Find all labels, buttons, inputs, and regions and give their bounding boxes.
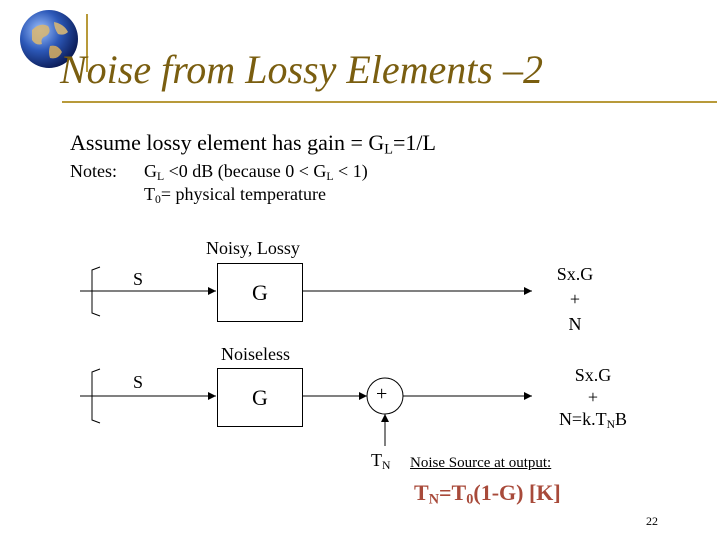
bottom-output-l3-sub: N xyxy=(606,417,616,431)
bottom-output-line1: Sx.G xyxy=(574,365,612,385)
title-underline xyxy=(62,101,717,103)
top-output-line3: N xyxy=(568,314,582,334)
bottom-output-line2: + xyxy=(587,387,599,407)
formula-b: =T xyxy=(439,480,467,505)
tn-label: TN xyxy=(371,450,390,472)
formula-a-sub: N xyxy=(428,491,440,508)
note2-a: T xyxy=(144,184,155,204)
formula-a: T xyxy=(414,480,429,505)
bottom-caption: Noiseless xyxy=(221,344,290,364)
top-output-label: Sx.G + N xyxy=(540,262,610,337)
note-2: T0= physical temperature xyxy=(144,184,326,206)
note2-b: = physical temperature xyxy=(160,184,326,204)
bottom-output-label: Sx.G + N=k.TNB xyxy=(548,364,638,436)
top-gain-block: G xyxy=(217,263,303,322)
top-caption: Noisy, Lossy xyxy=(206,238,300,258)
page-number: 22 xyxy=(646,514,658,528)
noise-source-label: Noise Source at output: xyxy=(410,455,552,471)
title-accent-line xyxy=(86,14,88,72)
note1-c: < 1) xyxy=(333,161,368,181)
assume-text: Assume lossy element has gain = G xyxy=(70,130,385,155)
note1-a-sub: L xyxy=(157,169,165,183)
top-source-label: S xyxy=(133,269,144,289)
top-output-line1: Sx.G xyxy=(556,264,594,284)
bottom-gain-block: G xyxy=(217,368,303,427)
adder-plus: + xyxy=(376,383,388,405)
globe-logo-icon xyxy=(20,10,78,68)
note-1: GL <0 dB (because 0 < GL < 1) xyxy=(144,161,368,183)
note1-b: <0 dB (because 0 < G xyxy=(164,161,327,181)
top-gain-label: G xyxy=(252,280,268,305)
bottom-gain-label: G xyxy=(252,385,268,410)
noise-temperature-formula: TN=T0(1-G) [K] xyxy=(414,480,561,509)
note1-b-sub: L xyxy=(326,169,334,183)
slide-title: Noise from Lossy Elements –2 xyxy=(60,47,543,92)
assume-sub: L xyxy=(384,141,393,158)
bottom-output-l3-a: N=k.T xyxy=(558,409,607,429)
assume-line: Assume lossy element has gain = GL=1/L xyxy=(70,130,436,159)
formula-b-sub: 0 xyxy=(466,491,474,508)
note1-a: G xyxy=(144,161,157,181)
bottom-output-line3: N=k.TNB xyxy=(548,408,638,436)
tn-label-sub: N xyxy=(382,458,391,472)
bottom-signal-path xyxy=(80,368,532,446)
bottom-output-l3-b: B xyxy=(615,409,628,429)
formula-c: (1-G) [K] xyxy=(473,480,561,505)
assume-suffix: =1/L xyxy=(393,130,436,155)
notes-label: Notes: xyxy=(70,161,117,181)
top-signal-path xyxy=(80,266,532,317)
note2-a-sub: 0 xyxy=(155,192,161,206)
top-output-line2: + xyxy=(569,289,581,309)
bottom-source-label: S xyxy=(133,372,144,392)
tn-label-main: T xyxy=(371,450,382,470)
